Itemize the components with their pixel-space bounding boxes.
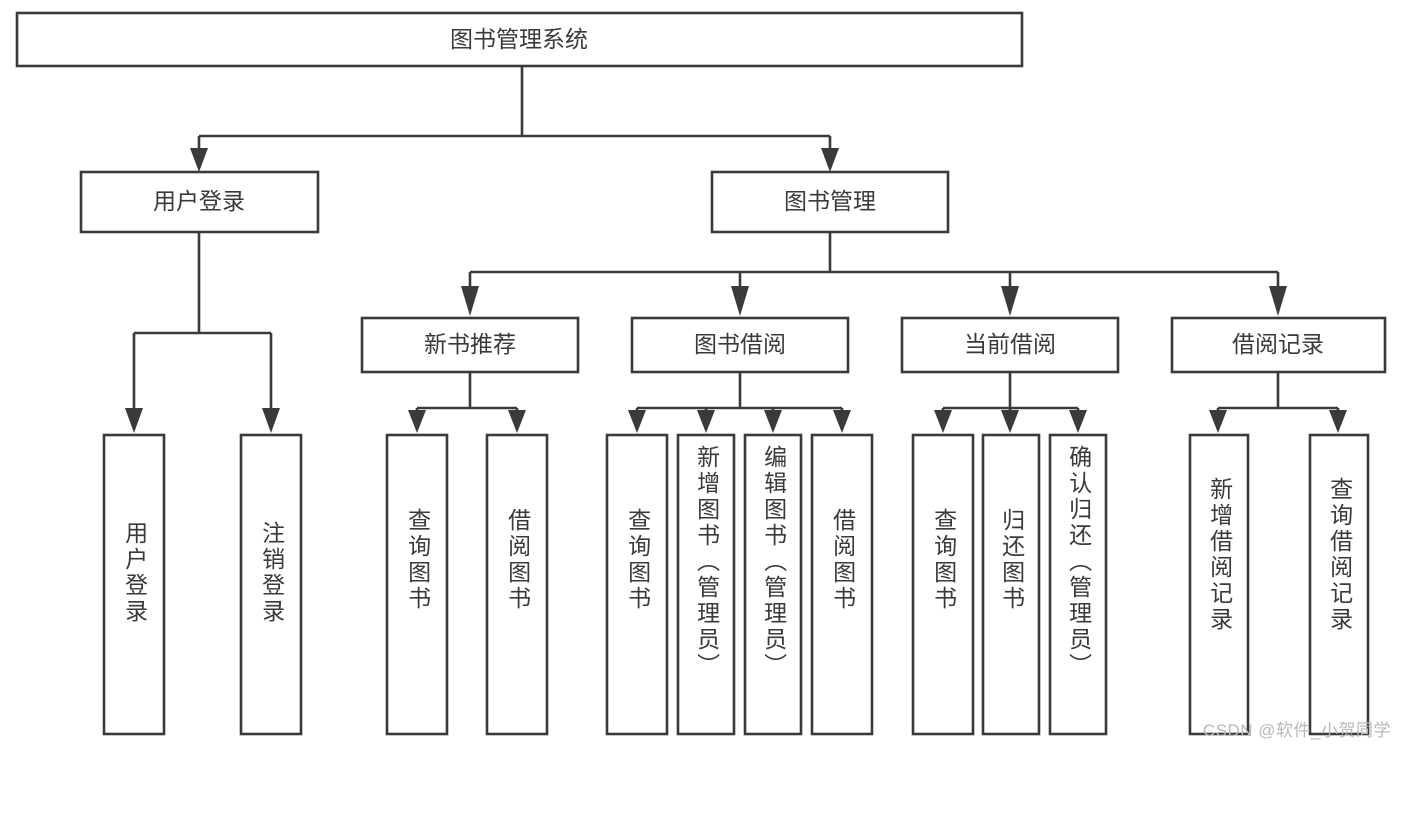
leaf-box-borrow-book-1[interactable] [485, 433, 549, 736]
node-root[interactable]: 图书管理系统 [15, 11, 1024, 68]
leaf-box-logout[interactable] [239, 433, 303, 736]
arrow-to-new-book-rec [461, 286, 479, 316]
arrow-to-leaf-user-login [125, 408, 143, 433]
root-label: 图书管理系统 [450, 26, 588, 52]
node-book-borrow[interactable]: 图书借阅 [630, 316, 850, 374]
diagram-canvas: 图书管理系统 用户登录 图书管理 [15, 11, 1390, 740]
user-login-box[interactable] [79, 170, 320, 234]
node-borrow-record[interactable]: 借阅记录 [1170, 316, 1387, 374]
book-manage-label: 图书管理 [784, 188, 876, 214]
arrow-to-borrow-record [1269, 286, 1287, 316]
leaf-box-add-book-admin[interactable] [676, 433, 736, 736]
leaf-box-borrow-book-2[interactable] [810, 433, 874, 736]
borrow-record-label: 借阅记录 [1232, 331, 1324, 357]
leaf-box-confirm-return-admin[interactable] [1048, 433, 1108, 736]
node-user-login[interactable]: 用户登录 [79, 170, 320, 234]
user-login-label: 用户登录 [153, 188, 245, 214]
connector-current-borrow-children [934, 372, 1087, 433]
leaf-box-return-book[interactable] [981, 433, 1041, 736]
arrow-to-user-login [190, 148, 208, 172]
leaf-box-edit-book-admin[interactable] [743, 433, 803, 736]
root-box[interactable] [15, 11, 1024, 68]
new-book-recommend-label: 新书推荐 [424, 331, 516, 357]
leaf-box-user-login[interactable] [102, 433, 166, 736]
connector-user-login-children [125, 232, 280, 433]
arrow-to-leaf-logout [262, 408, 280, 433]
arrow-to-book-borrow [731, 286, 749, 316]
leaf-box-add-borrow-record[interactable] [1188, 433, 1250, 736]
book-borrow-label: 图书借阅 [694, 331, 786, 357]
node-book-manage[interactable]: 图书管理 [710, 170, 950, 234]
connector-new-book-recommend-children [408, 372, 526, 433]
connector-book-borrow-children [628, 372, 851, 433]
connector-root-to-level2 [190, 66, 839, 172]
current-borrow-label: 当前借阅 [964, 331, 1056, 357]
leaf-box-query-book-2[interactable] [605, 433, 669, 736]
leaf-box-query-book-1[interactable] [385, 433, 449, 736]
leaf-box-query-borrow-record[interactable] [1308, 433, 1370, 736]
node-current-borrow[interactable]: 当前借阅 [900, 316, 1120, 374]
connector-book-manage-children [461, 232, 1287, 316]
flowchart-svg: 图书管理系统 用户登录 图书管理 [15, 11, 1387, 736]
leaf-box-query-book-3[interactable] [911, 433, 975, 736]
new-book-recommend-box[interactable] [360, 316, 580, 374]
current-borrow-box[interactable] [900, 316, 1120, 374]
node-new-book-recommend[interactable]: 新书推荐 [360, 316, 580, 374]
arrow-to-current-borrow [1001, 286, 1019, 316]
arrow-to-book-manage [821, 148, 839, 172]
connector-borrow-record-children [1209, 372, 1347, 433]
